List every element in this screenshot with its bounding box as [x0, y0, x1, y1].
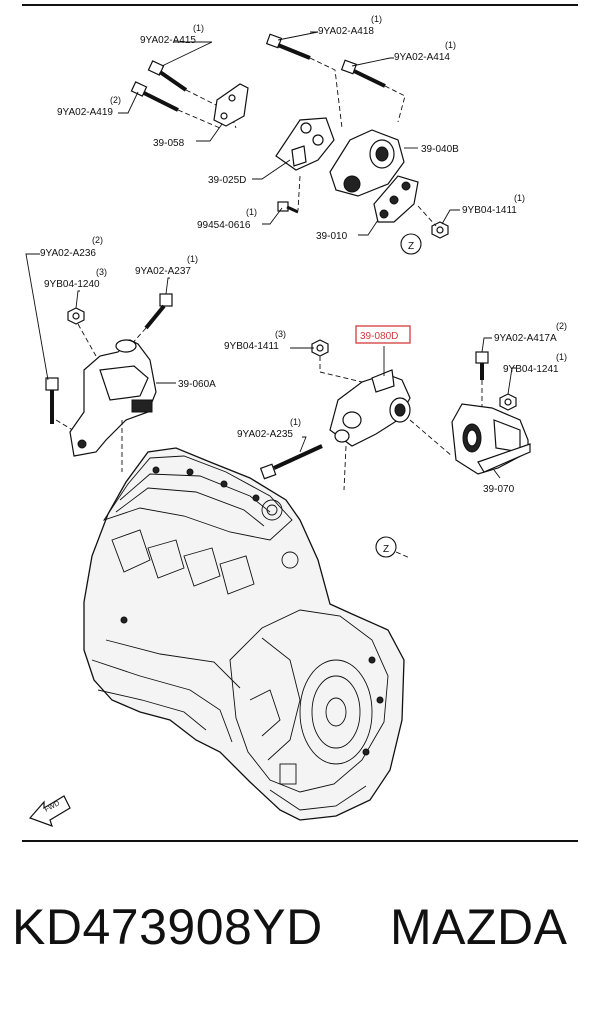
label-a237: 9YA02-A237 — [135, 266, 191, 277]
label-a417a-qty: (2) — [556, 321, 567, 331]
label-a419-qty: (2) — [110, 95, 121, 105]
leader-39-025d — [252, 159, 291, 180]
bolt-a237-icon — [144, 293, 173, 330]
bolt-99454-icon — [277, 201, 299, 214]
engine-block-icon — [83, 447, 405, 821]
bolt-a417a-icon — [475, 351, 489, 380]
label-1411-mid-qty: (3) — [275, 329, 286, 339]
bolt-a235-icon — [259, 444, 323, 480]
leader-a414 — [351, 57, 394, 67]
label-a235-qty: (1) — [290, 417, 301, 427]
label-39-025d: 39-025D — [208, 175, 246, 186]
label-1411-top: 9YB04-1411 — [462, 205, 517, 216]
bolt-a419-icon — [130, 81, 179, 112]
nut-1411-mid-icon — [311, 339, 329, 357]
label-a414: 9YA02-A414 — [394, 52, 450, 63]
bolt-path-5 — [297, 175, 301, 211]
brand-name: MAZDA — [390, 899, 568, 955]
label-99454: 99454-0616 — [197, 220, 251, 231]
leader-1411-top — [441, 209, 460, 225]
leader-a418 — [277, 31, 319, 41]
label-a417a: 9YA02-A417A — [494, 333, 557, 344]
leader-99454 — [262, 207, 283, 225]
nut-1241-icon — [499, 393, 517, 411]
leader-39-058 — [196, 123, 223, 142]
bolt-a418-icon — [265, 33, 311, 60]
nut-path-1240 — [77, 323, 97, 357]
bolt-path-3 — [384, 85, 406, 123]
z-marker-mid-icon — [375, 536, 397, 558]
label-39-040b: 39-040B — [421, 144, 459, 155]
nut-path-mid — [319, 356, 363, 383]
leader-a415 — [161, 41, 213, 67]
label-39-010: 39-010 — [316, 231, 348, 242]
label-a237-qty: (1) — [187, 254, 198, 264]
z-marker-top-icon — [400, 233, 422, 255]
label-39-080d: 39-080D — [360, 331, 398, 342]
leader-39-010 — [358, 219, 379, 236]
label-a415-qty: (1) — [193, 23, 204, 33]
highlight-box-39-080d — [355, 325, 411, 344]
leader-a237 — [165, 277, 170, 295]
z-mid-dash — [395, 551, 411, 559]
label-39-058: 39-058 — [153, 138, 185, 149]
z-marker-mid-text: Z — [383, 544, 389, 555]
bracket-39-058-icon — [213, 83, 249, 127]
mount-80d-dash-right — [409, 419, 453, 457]
bolt-a414-icon — [340, 59, 386, 88]
label-1411-top-qty: (1) — [514, 193, 525, 203]
label-1411-mid: 9YB04-1411 — [224, 341, 279, 352]
label-1241: 9YB04-1241 — [503, 364, 559, 375]
label-a235: 9YA02-A235 — [237, 429, 293, 440]
label-39-060a: 39-060A — [178, 379, 216, 390]
label-a415: 9YA02-A415 — [140, 35, 196, 46]
fwd-arrow-icon — [28, 795, 71, 827]
leader-1241 — [507, 367, 516, 395]
part-number: KD473908YD — [12, 899, 323, 955]
label-a414-qty: (1) — [445, 40, 456, 50]
nut-1240-icon — [67, 307, 85, 325]
label-1240: 9YB04-1240 — [44, 279, 100, 290]
leader-a417a — [481, 337, 492, 353]
leader-1240 — [75, 290, 80, 309]
bolt-path-2 — [309, 57, 343, 129]
label-a418: 9YA02-A418 — [318, 26, 374, 37]
leader-a236 — [25, 253, 49, 381]
leader-a235 — [299, 436, 307, 453]
leader-a419 — [118, 91, 139, 114]
label-a418-qty: (1) — [371, 14, 382, 24]
label-1241-qty: (1) — [556, 352, 567, 362]
label-99454-qty: (1) — [246, 207, 257, 217]
label-a419: 9YA02-A419 — [57, 107, 113, 118]
label-a236-qty: (2) — [92, 235, 103, 245]
bolt-a415-icon — [147, 60, 188, 92]
leader-39-070 — [493, 469, 501, 479]
bolt-a236-icon — [45, 377, 59, 424]
label-39-070: 39-070 — [483, 484, 515, 495]
label-a236: 9YA02-A236 — [40, 248, 96, 259]
bracket-39-025d-icon — [275, 117, 335, 171]
label-1240-qty: (3) — [96, 267, 107, 277]
mount-80d-dash — [343, 445, 347, 491]
nut-path-top — [417, 205, 437, 227]
z-marker-top-text: Z — [408, 241, 414, 252]
